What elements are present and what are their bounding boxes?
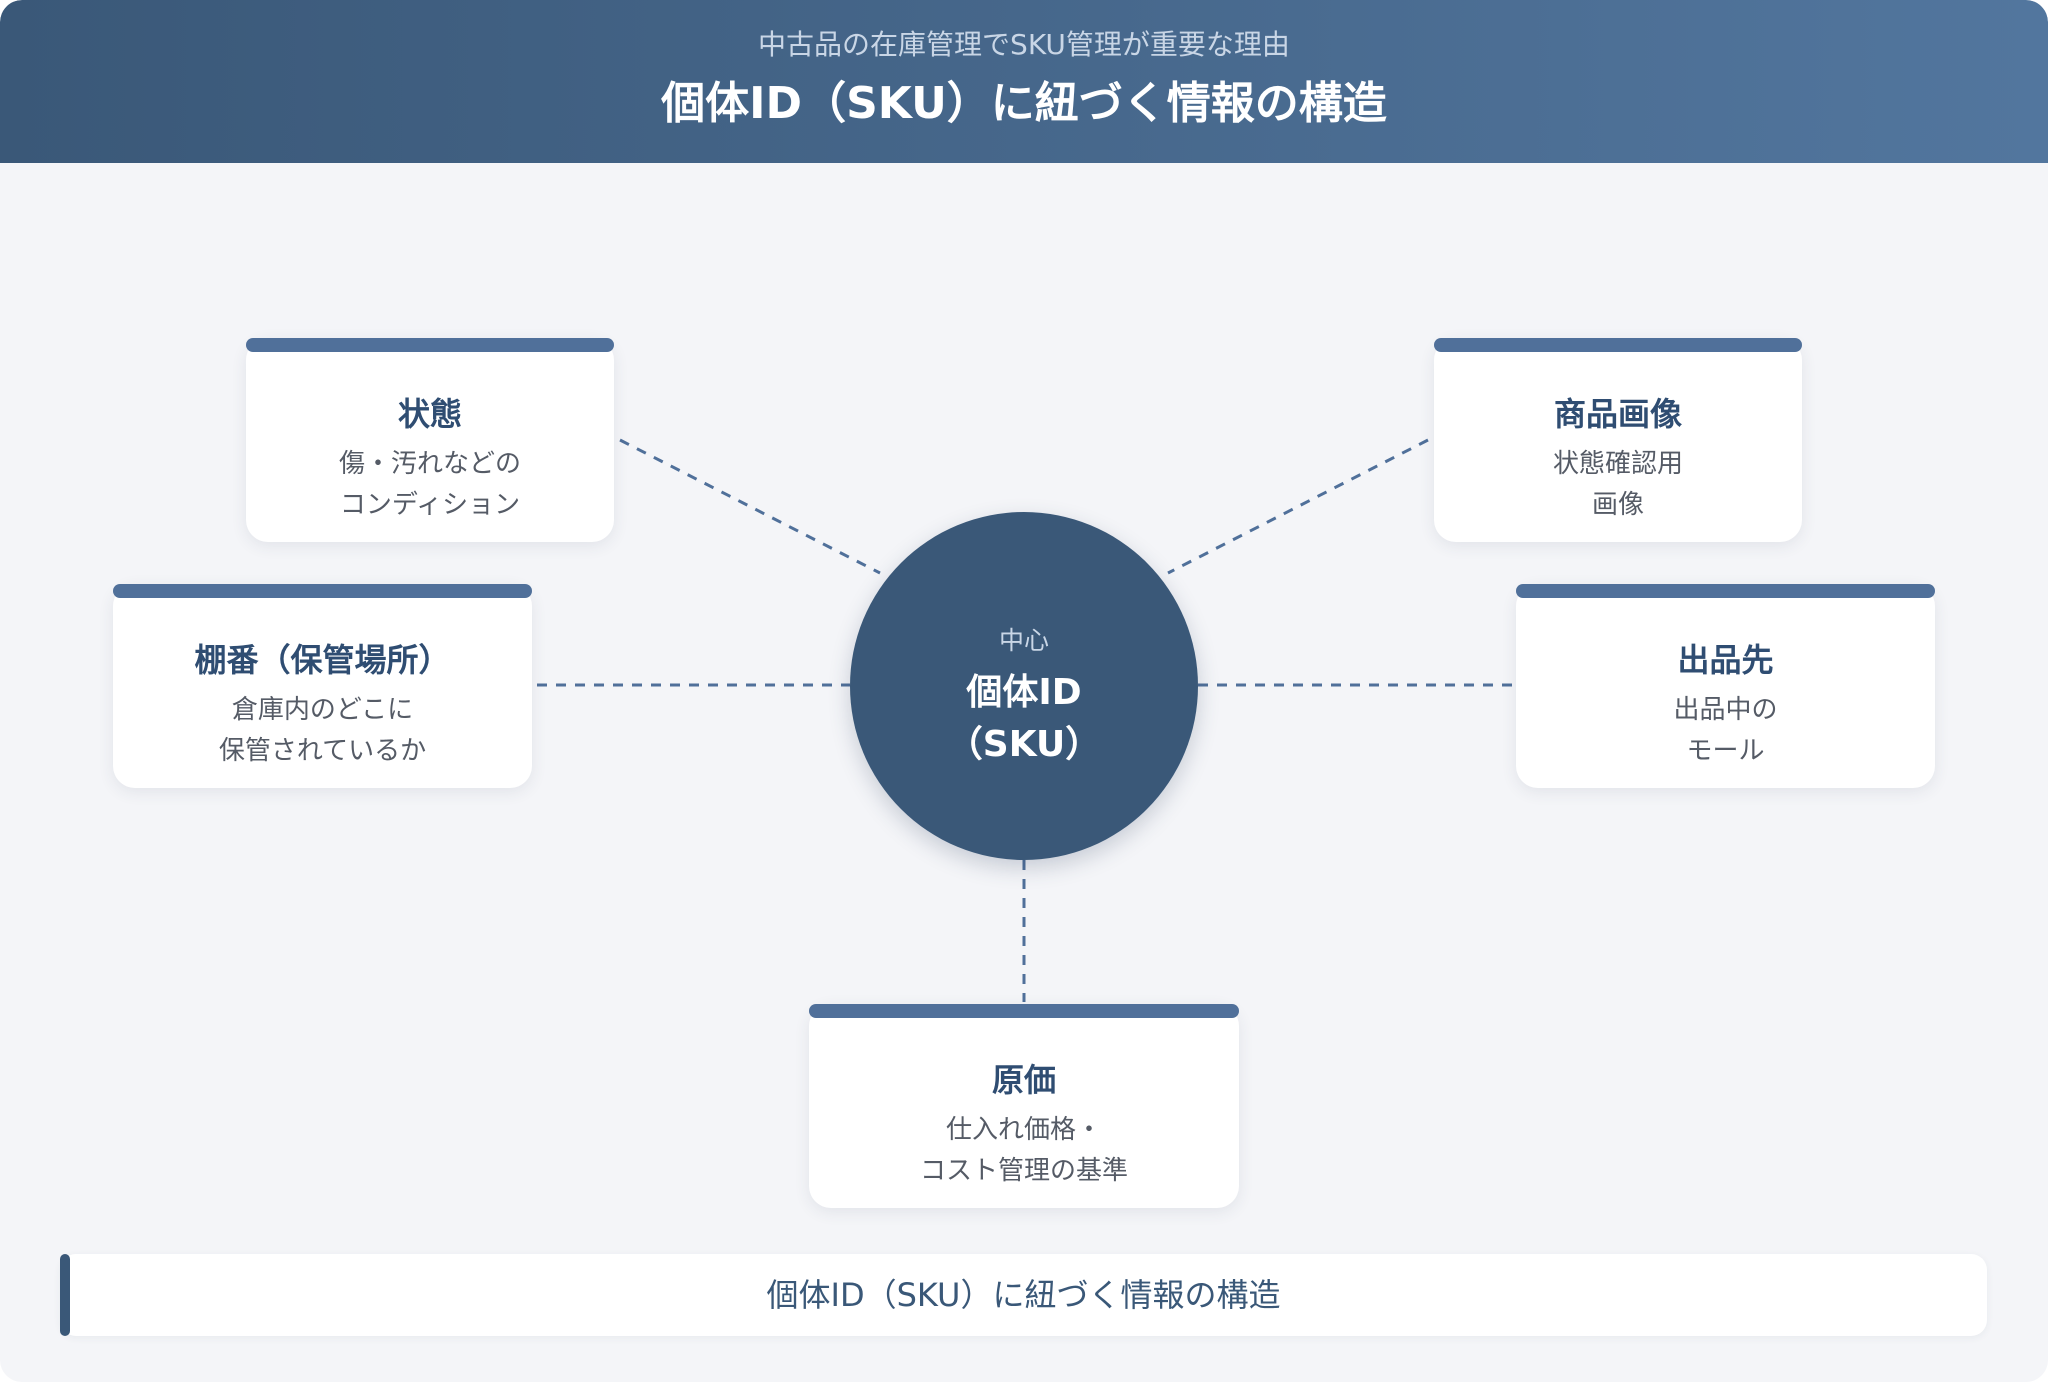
card-description: 出品中の モール (1516, 690, 1935, 772)
card-description: 傷・汚れなどの コンディション (246, 444, 614, 526)
center-node-sku: 中心 個体ID （SKU） (850, 512, 1198, 860)
card-description: 倉庫内のどこに 保管されているか (113, 690, 532, 772)
card-desc-line1: 傷・汚れなどの (338, 449, 521, 479)
center-title: 個体ID （SKU） (850, 667, 1198, 771)
card-desc-line1: 仕入れ価格・ (945, 1115, 1102, 1145)
card-desc-line2: コンディション (339, 490, 521, 520)
card-images: 商品画像 状態確認用 画像 (1434, 338, 1802, 542)
header-title: 個体ID（SKU）に紐づく情報の構造 (661, 78, 1387, 129)
card-title: 原価 (991, 1061, 1056, 1099)
footer-accent-bar (60, 1254, 70, 1336)
card-title: 商品画像 (1553, 395, 1682, 433)
card-accent-bar (1516, 584, 1935, 598)
card-description: 仕入れ価格・ コスト管理の基準 (809, 1110, 1239, 1192)
footer-caption-text: 個体ID（SKU）に紐づく情報の構造 (766, 1276, 1281, 1314)
card-accent-bar (246, 338, 614, 352)
card-desc-line1: 状態確認用 (1552, 449, 1683, 479)
card-accent-bar (1434, 338, 1802, 352)
header-banner: 中古品の在庫管理でSKU管理が重要な理由 個体ID（SKU）に紐づく情報の構造 (0, 0, 2048, 163)
card-description: 状態確認用 画像 (1434, 444, 1802, 526)
card-desc-line2: 保管されているか (218, 736, 427, 766)
card-shelf: 棚番（保管場所） 倉庫内のどこに 保管されているか (113, 584, 532, 788)
footer-caption: 個体ID（SKU）に紐づく情報の構造 (60, 1254, 1987, 1336)
card-title: 棚番（保管場所） (194, 641, 451, 679)
card-accent-bar (809, 1004, 1239, 1018)
center-label: 中心 (998, 626, 1049, 655)
card-desc-line1: 出品中の (1673, 695, 1778, 725)
header-subtitle: 中古品の在庫管理でSKU管理が重要な理由 (758, 28, 1290, 61)
card-cost: 原価 仕入れ価格・ コスト管理の基準 (809, 1004, 1239, 1208)
center-title-line2: （SKU） (946, 724, 1102, 765)
connector-condition (619, 438, 881, 575)
card-desc-line1: 倉庫内のどこに (231, 695, 414, 725)
card-desc-line2: 画像 (1591, 490, 1644, 520)
card-desc-line2: コスト管理の基準 (919, 1156, 1128, 1186)
card-title: 出品先 (1677, 641, 1774, 679)
card-condition: 状態 傷・汚れなどの コンディション (246, 338, 614, 542)
connector-images (1167, 438, 1429, 575)
card-accent-bar (113, 584, 532, 598)
card-desc-line2: モール (1686, 736, 1765, 766)
card-title: 状態 (397, 395, 462, 433)
center-title-line1: 個体ID (966, 672, 1082, 713)
card-listing: 出品先 出品中の モール (1516, 584, 1935, 788)
